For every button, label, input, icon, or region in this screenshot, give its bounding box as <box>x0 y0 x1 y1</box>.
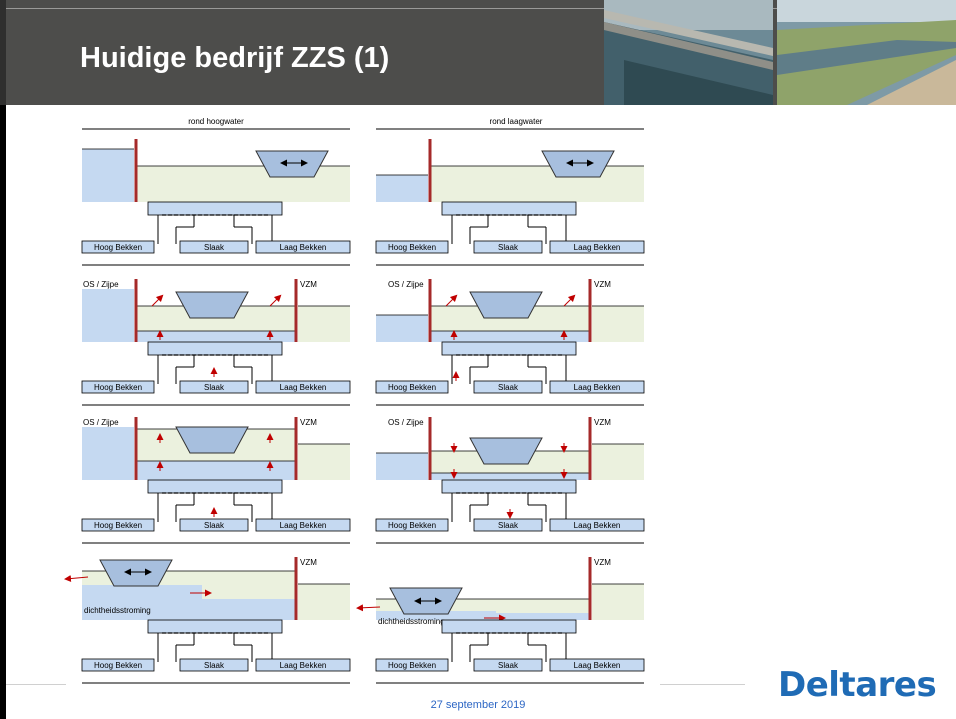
label-vzm: VZM <box>594 558 611 567</box>
header-divider <box>6 8 956 9</box>
panel-r1-low: Hoog Bekken Slaak Laag Bekken <box>375 128 645 266</box>
label-laag-bekken: Laag Bekken <box>280 521 327 530</box>
header-left-accent <box>0 0 6 105</box>
label-os-zijpe: OS / Zijpe <box>83 280 119 289</box>
label-vzm: VZM <box>594 280 611 289</box>
label-os-zijpe: OS / Zijpe <box>388 418 424 427</box>
label-hoog-bekken: Hoog Bekken <box>388 661 436 670</box>
label-hoog-bekken: Hoog Bekken <box>94 383 142 392</box>
label-os-zijpe: OS / Zijpe <box>388 280 424 289</box>
panel-r4-high: dichtheidsstroming VZM Hoog Bekken Slaak… <box>64 557 351 684</box>
panel-r2-low: OS / Zijpe VZM Hoog Bekken Slaak Laag Be… <box>375 279 645 406</box>
left-margin-bar <box>0 105 6 719</box>
label-laag-bekken: Laag Bekken <box>574 243 621 252</box>
footer-date: 27 september 2019 <box>430 699 526 711</box>
label-dichtheidsstroming: dichtheidsstroming <box>84 606 151 615</box>
label-slaak: Slaak <box>204 383 225 392</box>
label-hoog-bekken: Hoog Bekken <box>388 243 436 252</box>
label-slaak: Slaak <box>498 661 519 670</box>
label-hoog-bekken: Hoog Bekken <box>94 243 142 252</box>
column-heading-low: rond laagwater <box>490 117 543 126</box>
label-os-zijpe: OS / Zijpe <box>83 418 119 427</box>
label-slaak: Slaak <box>498 243 519 252</box>
panel-r3-high: OS / Zijpe VZM Hoog Bekken Slaak Laag Be… <box>81 417 351 544</box>
label-laag-bekken: Laag Bekken <box>574 661 621 670</box>
label-vzm: VZM <box>594 418 611 427</box>
label-laag-bekken: Laag Bekken <box>280 243 327 252</box>
label-slaak: Slaak <box>204 243 225 252</box>
label-slaak: Slaak <box>498 383 519 392</box>
label-laag-bekken: Laag Bekken <box>574 521 621 530</box>
label-laag-bekken: Laag Bekken <box>280 661 327 670</box>
footer-divider-left <box>6 684 66 685</box>
label-hoog-bekken: Hoog Bekken <box>388 383 436 392</box>
bridge-photo <box>604 0 773 105</box>
panel-r2-high: OS / Zijpe VZM Hoog Bekken Slaak Laag Be… <box>81 279 351 406</box>
column-heading-high: rond hoogwater <box>188 117 244 126</box>
panel-r1-high: Hoog Bekken Slaak Laag Bekken <box>81 128 351 266</box>
label-vzm: VZM <box>300 558 317 567</box>
lock-operation-diagram: rond hoogwater rond laagwater Hoog Bekke… <box>64 117 645 684</box>
deltares-logo: Deltares <box>778 665 937 705</box>
label-vzm: VZM <box>300 280 317 289</box>
label-laag-bekken: Laag Bekken <box>574 383 621 392</box>
footer-divider-right <box>660 684 745 685</box>
label-slaak: Slaak <box>498 521 519 530</box>
landscape-photo <box>777 0 956 105</box>
label-vzm: VZM <box>300 418 317 427</box>
label-hoog-bekken: Hoog Bekken <box>388 521 436 530</box>
panel-r3-low: OS / Zijpe VZM Hoog Bekken Slaak Laag Be… <box>375 417 645 544</box>
label-laag-bekken: Laag Bekken <box>280 383 327 392</box>
label-slaak: Slaak <box>204 521 225 530</box>
label-hoog-bekken: Hoog Bekken <box>94 661 142 670</box>
label-hoog-bekken: Hoog Bekken <box>94 521 142 530</box>
panel-r4-low: dichtheidsstroming VZM Hoog Bekken Slaak… <box>356 557 645 684</box>
label-dichtheidsstroming: dichtheidsstroming <box>378 617 445 626</box>
label-slaak: Slaak <box>204 661 225 670</box>
page-title: Huidige bedrijf ZZS (1) <box>80 42 390 74</box>
